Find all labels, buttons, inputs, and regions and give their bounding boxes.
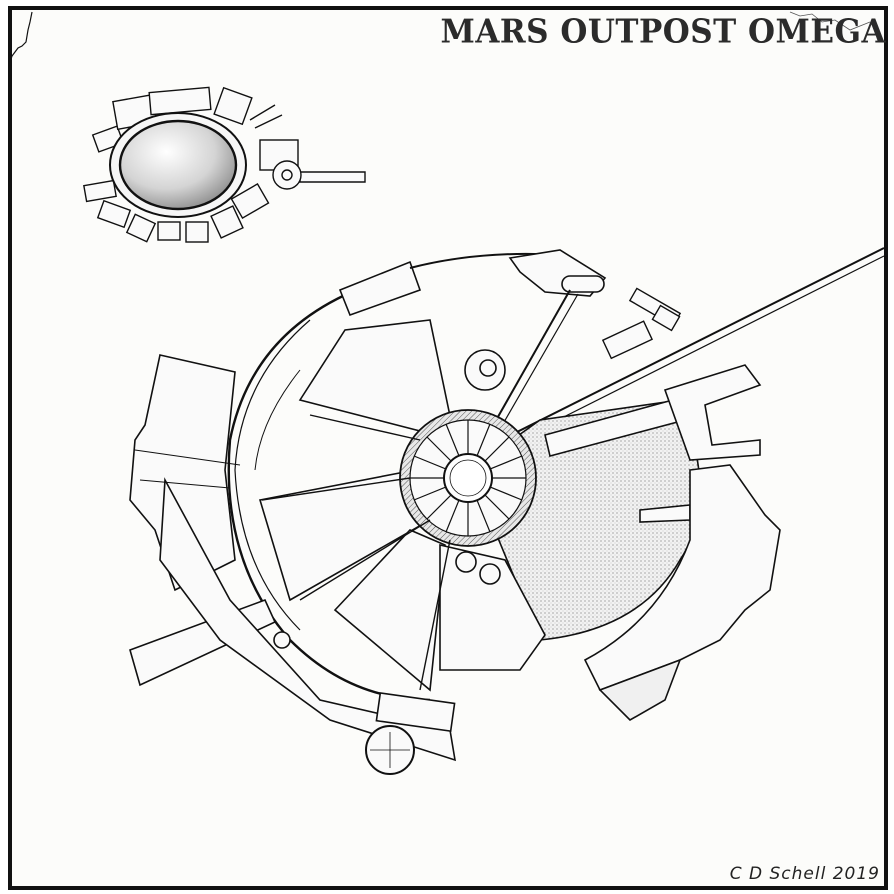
crack-top-left bbox=[9, 11, 33, 63]
main-circular-outpost bbox=[129, 249, 781, 775]
satellite-crater-habitat bbox=[83, 86, 366, 243]
crack-top-right bbox=[789, 11, 871, 31]
long-transit-tube bbox=[504, 247, 885, 445]
detached-module bbox=[601, 287, 682, 360]
map-title: MARS OUTPOST OMEGA bbox=[440, 13, 886, 51]
artist-signature: C D Schell 2019 bbox=[729, 864, 880, 884]
